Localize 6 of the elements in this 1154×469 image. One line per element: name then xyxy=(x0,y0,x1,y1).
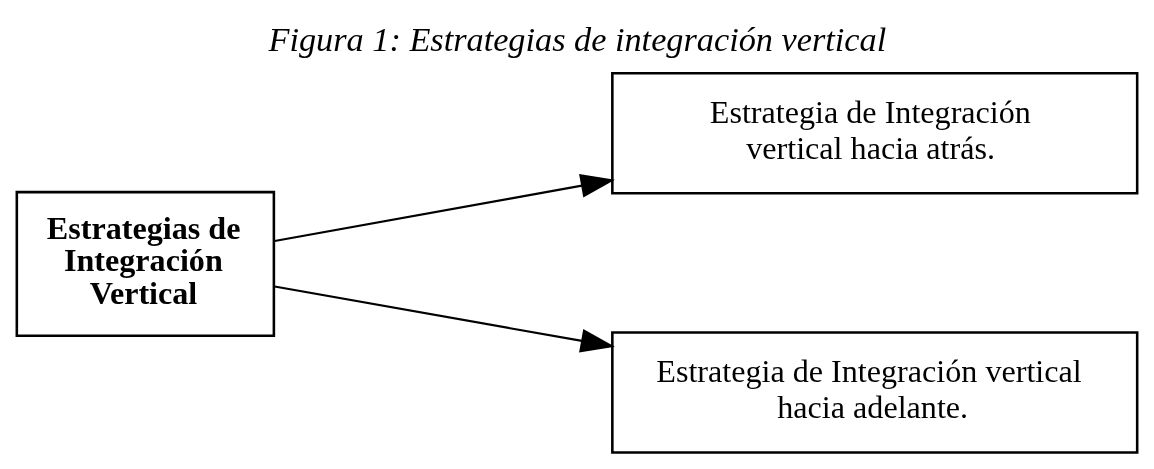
node-box: Estrategia de Integración vertical hacia atrás. xyxy=(611,71,1139,194)
arrow xyxy=(274,284,615,353)
diagram-title: Figura 1: Estrategias de integración vertical xyxy=(268,19,887,58)
node-box: Estrategia de Integración vertical hacia adelante. xyxy=(611,330,1139,454)
arrow xyxy=(274,173,615,242)
node-box: Estrategias de Integración Vertical xyxy=(15,190,276,337)
